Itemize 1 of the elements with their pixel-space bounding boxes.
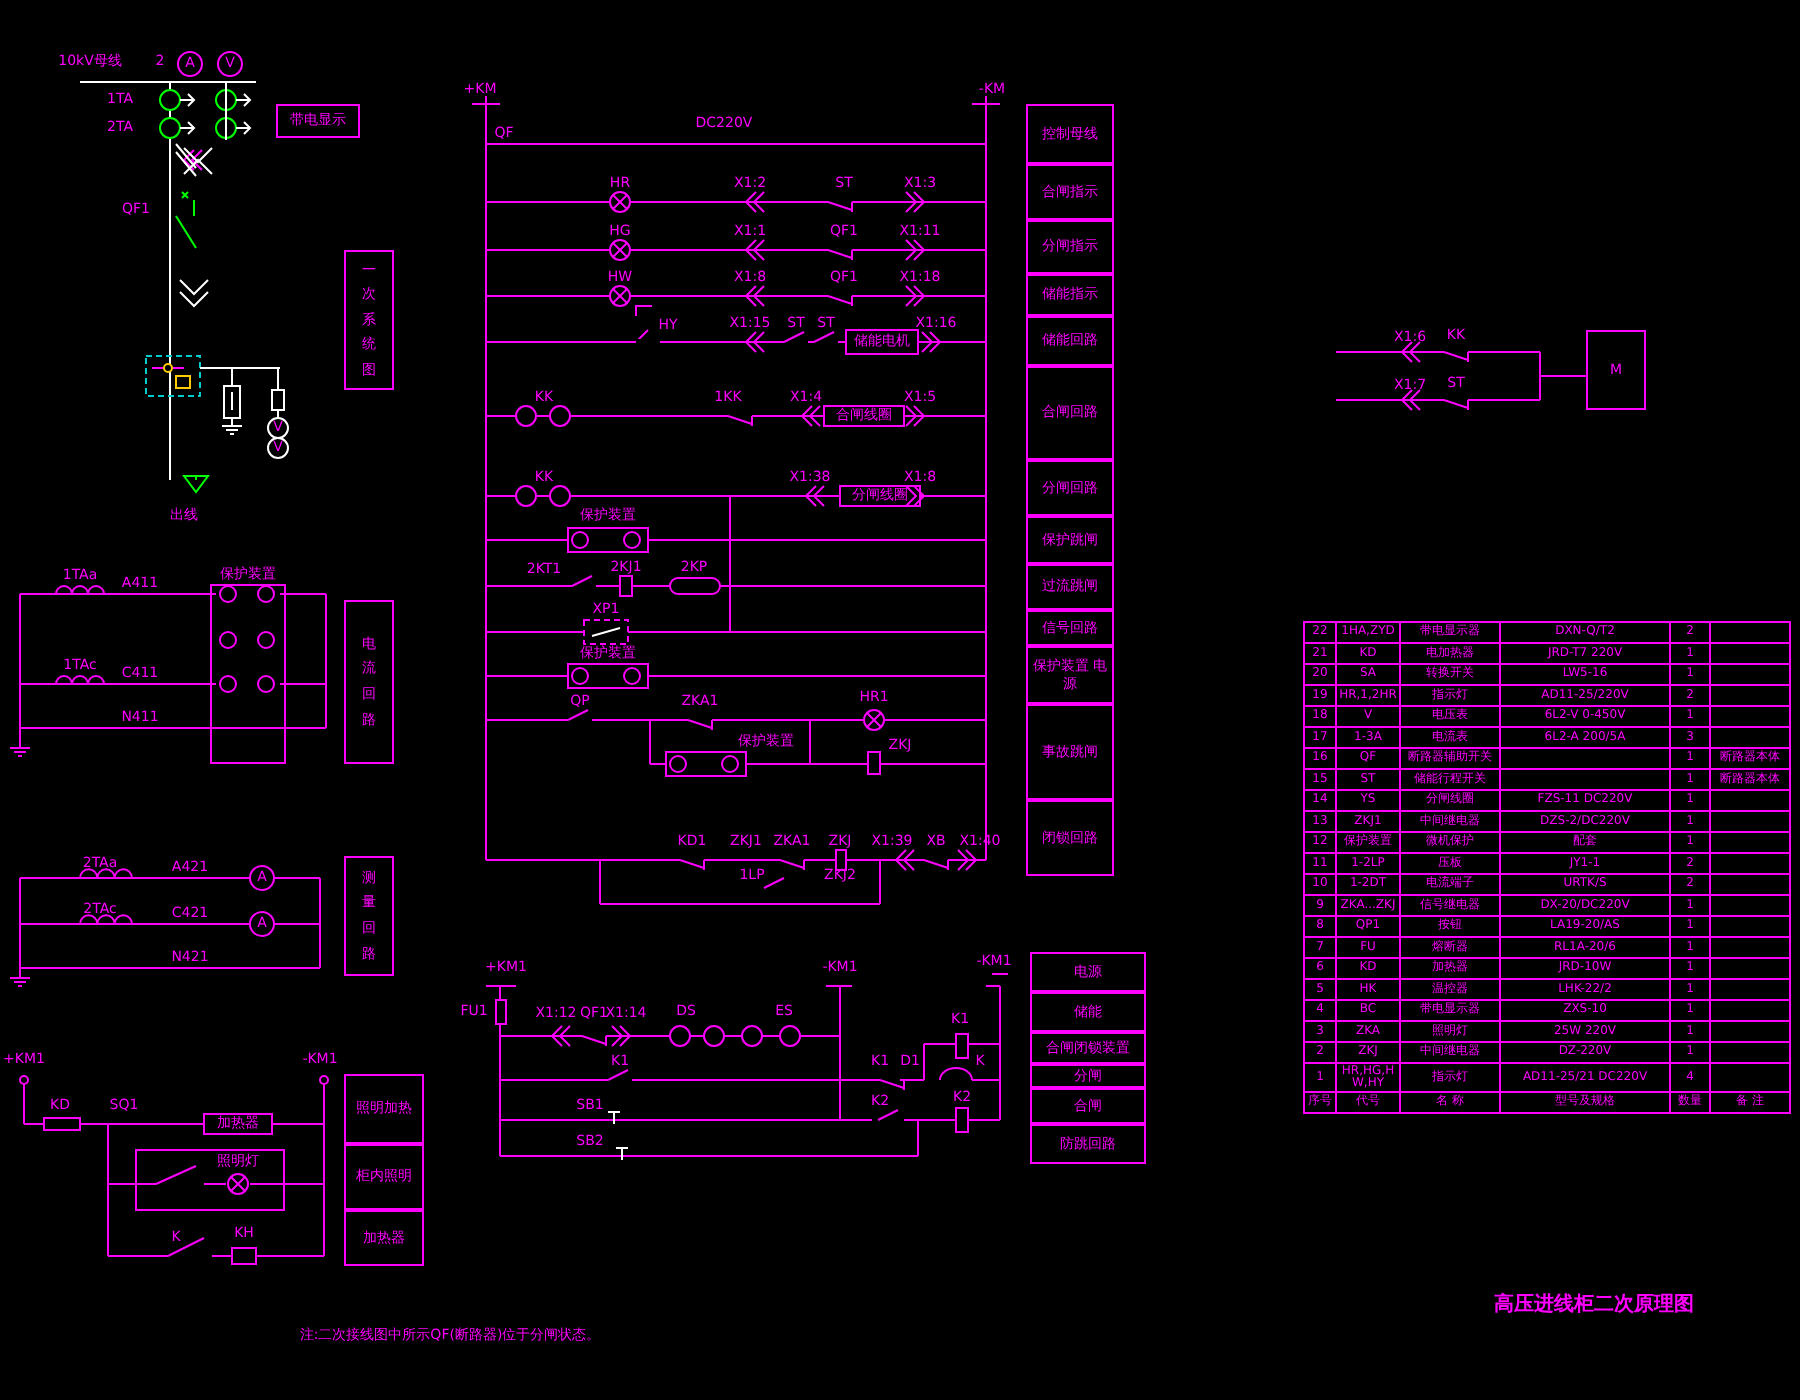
drawing-title: 高压进线柜二次原理图 (1494, 1290, 1694, 1318)
